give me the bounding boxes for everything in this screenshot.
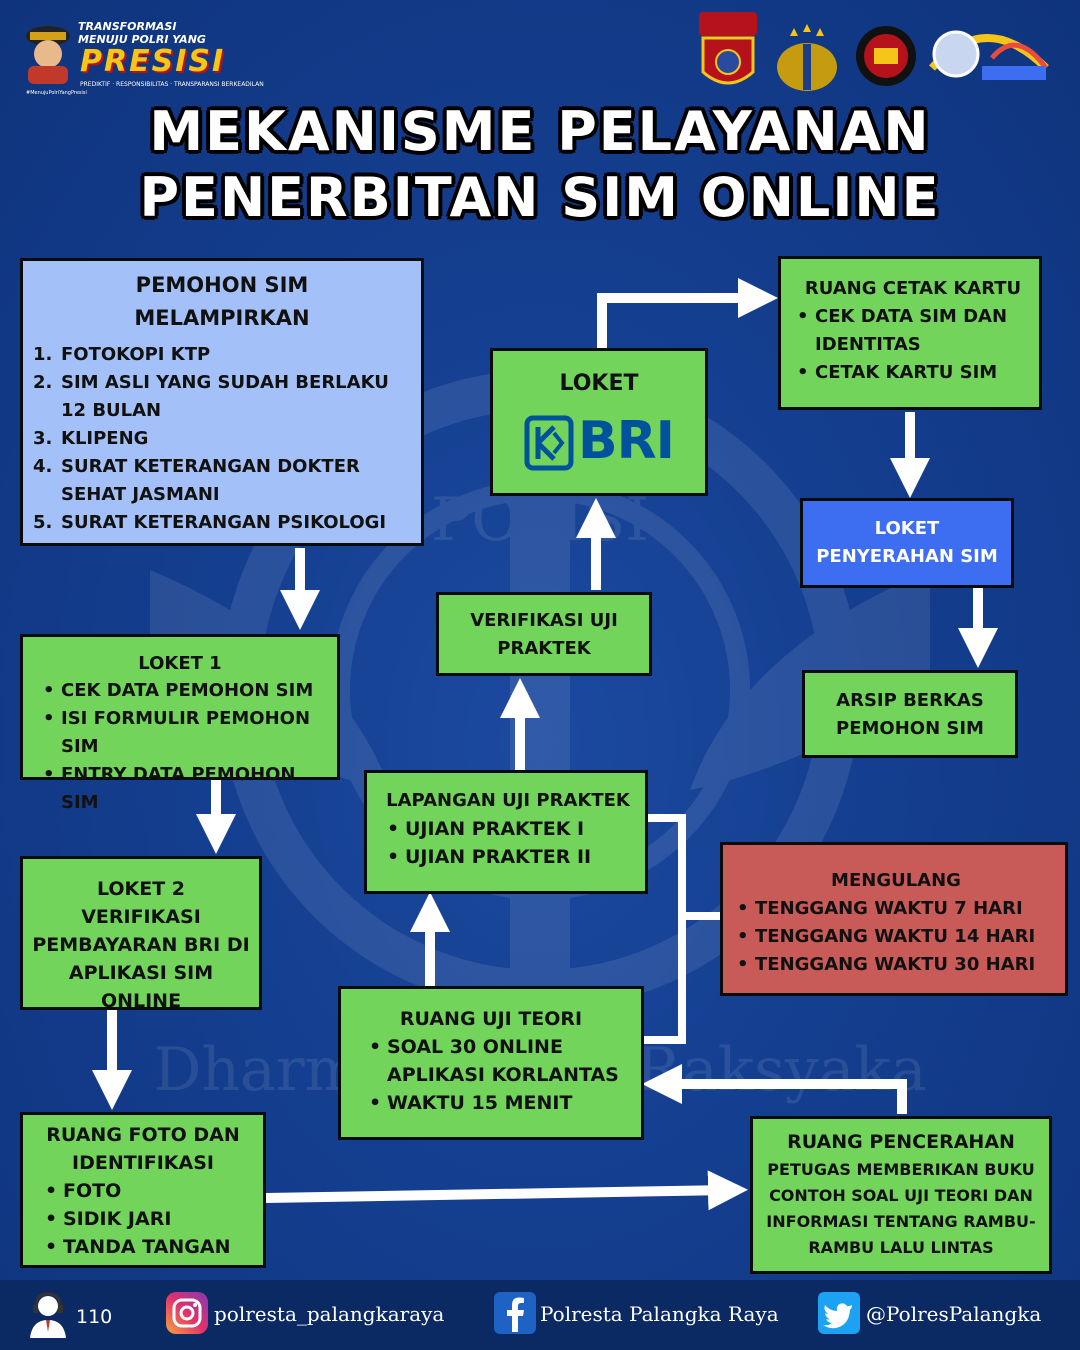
requirements-list: 1.FOTOKOPI KTP 2.SIM ASLI YANG SUDAH BER… bbox=[33, 341, 411, 537]
satlantas-polresta-plk-raya-logo bbox=[929, 30, 1049, 80]
facebook-icon[interactable] bbox=[494, 1292, 536, 1334]
footer-bar: 110 polresta_palangkaraya Polresta Palan… bbox=[0, 1280, 1080, 1350]
loket2-line: LOKET 2 bbox=[96, 878, 186, 900]
list-item: 3.KLIPENG bbox=[33, 428, 149, 449]
twitter-icon[interactable] bbox=[818, 1292, 860, 1334]
brand-line2: MENUJU POLRI YANG bbox=[78, 33, 206, 46]
loket-bri-box: LOKET BRI bbox=[490, 348, 708, 496]
brand-hashtag: #MenujuPolriYangPresisi bbox=[26, 90, 87, 96]
instagram-icon[interactable] bbox=[166, 1292, 208, 1334]
presisi-brand: TRANSFORMASI MENUJU POLRI YANG PRESISI P… bbox=[22, 18, 282, 96]
loket1-title: LOKET 1 bbox=[138, 653, 222, 674]
cetak-title: RUANG CETAK KARTU bbox=[804, 278, 1022, 299]
list-item: 2.SIM ASLI YANG SUDAH BERLAKU 12 BULAN bbox=[33, 372, 389, 421]
requirements-title1: PEMOHON SIM bbox=[135, 273, 309, 297]
list-item: 5.SURAT KETERANGAN PSIKOLOGI bbox=[33, 512, 387, 533]
penyerahan-line: PENYERAHAN SIM bbox=[816, 546, 998, 567]
list-item: TENGGANG WAKTU 7 HARI bbox=[735, 895, 1057, 923]
loket2-box: LOKET 2 VERIFIKASI PEMBAYARAN BRI DI APL… bbox=[20, 856, 262, 1012]
bri-logo: BRI bbox=[524, 411, 675, 473]
mengulang-box: MENGULANG TENGGANG WAKTU 7 HARI TENGGANG… bbox=[720, 842, 1068, 996]
requirements-box: PEMOHON SIM MELAMPIRKAN 1.FOTOKOPI KTP 2… bbox=[20, 258, 424, 546]
list-item: FOTO bbox=[43, 1177, 253, 1205]
mengulang-title: MENGULANG bbox=[831, 870, 961, 891]
list-item: 1.FOTOKOPI KTP bbox=[33, 344, 211, 365]
brand-tagline: PREDIKTIF · RESPONSIBILITAS · TRANSPARAN… bbox=[80, 81, 264, 88]
loket2-line: APLIKASI SIM ONLINE bbox=[68, 962, 214, 1012]
loket-bri-title: LOKET bbox=[559, 371, 639, 396]
list-item: WAKTU 15 MENIT bbox=[367, 1089, 631, 1117]
list-item: ENTRY DATA PEMOHON SIM bbox=[41, 761, 327, 817]
praktek-title: LAPANGAN UJI PRAKTEK bbox=[386, 790, 630, 811]
penyerahan-box: LOKET PENYERAHAN SIM bbox=[800, 498, 1014, 588]
pencerahan-line: RAMBU LALU LINTAS bbox=[808, 1238, 994, 1257]
police-mascot-icon bbox=[26, 26, 70, 84]
cetak-box: RUANG CETAK KARTU CEK DATA SIM DAN IDENT… bbox=[778, 256, 1042, 410]
call-center-icon bbox=[30, 1292, 66, 1338]
penyerahan-line: LOKET bbox=[874, 518, 940, 539]
objektif-dipercaya-partisipasi-badge bbox=[856, 26, 916, 86]
teori-box: RUANG UJI TEORI SOAL 30 ONLINE APLIKASI … bbox=[338, 986, 644, 1140]
hotline-number: 110 bbox=[76, 1306, 113, 1328]
list-item: UJIAN PRAKTEK I bbox=[385, 815, 635, 843]
list-item: TENGGANG WAKTU 14 HARI bbox=[735, 923, 1057, 951]
foto-box: RUANG FOTO DAN IDENTIFIKASI FOTO SIDIK J… bbox=[20, 1112, 266, 1268]
loket2-line: PEMBAYARAN BRI DI bbox=[32, 934, 250, 956]
facebook-page[interactable]: Polresta Palangka Raya bbox=[540, 1302, 779, 1326]
pencerahan-line: PETUGAS MEMBERIKAN BUKU bbox=[767, 1160, 1035, 1179]
pencerahan-line: CONTOH SOAL UJI TEORI DAN bbox=[769, 1186, 1033, 1205]
list-item: SIDIK JARI bbox=[43, 1205, 253, 1233]
page-title-line1: MEKANISME PELAYANAN bbox=[149, 100, 931, 163]
verifikasi-box: VERIFIKASI UJI PRAKTEK bbox=[436, 592, 652, 676]
verifikasi-line: VERIFIKASI UJI bbox=[470, 610, 618, 631]
bri-logo-text: BRI bbox=[578, 411, 675, 471]
requirements-title2: MELAMPIRKAN bbox=[134, 306, 310, 330]
verifikasi-line: PRAKTEK bbox=[497, 638, 591, 659]
list-item: CETAK KARTU SIM bbox=[795, 359, 1031, 387]
list-item: TANDA TANGAN bbox=[43, 1233, 253, 1261]
praktek-box: LAPANGAN UJI PRAKTEK UJIAN PRAKTEK I UJI… bbox=[364, 770, 648, 894]
twitter-handle[interactable]: @PolresPalangka bbox=[866, 1302, 1042, 1326]
loket1-box: LOKET 1 CEK DATA PEMOHON SIM ISI FORMULI… bbox=[20, 634, 340, 813]
brand-name: PRESISI bbox=[80, 44, 226, 79]
list-item: SOAL 30 ONLINE APLIKASI KORLANTAS bbox=[367, 1033, 631, 1089]
arsip-box: ARSIP BERKAS PEMOHON SIM bbox=[802, 670, 1018, 758]
teori-title: RUANG UJI TEORI bbox=[399, 1008, 583, 1030]
foto-title2: IDENTIFIKASI bbox=[72, 1152, 214, 1174]
page-title-line2: PENERBITAN SIM ONLINE bbox=[139, 166, 941, 229]
arsip-line: PEMOHON SIM bbox=[836, 718, 984, 739]
polri-emblem bbox=[777, 24, 837, 91]
list-item: UJIAN PRAKTER II bbox=[385, 843, 635, 871]
list-item: ISI FORMULIR PEMOHON SIM bbox=[41, 705, 327, 761]
polresta-palangka-raya-badge bbox=[699, 12, 757, 85]
arsip-line: ARSIP BERKAS bbox=[836, 690, 984, 711]
list-item: CEK DATA PEMOHON SIM bbox=[41, 677, 327, 705]
brand-line1: TRANSFORMASI bbox=[78, 20, 177, 33]
foto-title1: RUANG FOTO DAN bbox=[46, 1124, 240, 1146]
list-item: 4.SURAT KETERANGAN DOKTER SEHAT JASMANI bbox=[33, 456, 360, 505]
pencerahan-line: INFORMASI TENTANG RAMBU- bbox=[766, 1212, 1036, 1231]
pencerahan-title: RUANG PENCERAHAN bbox=[787, 1131, 1015, 1153]
pencerahan-box: RUANG PENCERAHAN PETUGAS MEMBERIKAN BUKU… bbox=[750, 1116, 1052, 1274]
list-item: TENGGANG WAKTU 30 HARI bbox=[735, 951, 1057, 979]
instagram-handle[interactable]: polresta_palangkaraya bbox=[214, 1302, 445, 1326]
loket2-line: VERIFIKASI bbox=[81, 906, 201, 928]
bri-mark-icon bbox=[524, 415, 574, 471]
list-item: CEK DATA SIM DAN IDENTITAS bbox=[795, 303, 1031, 359]
